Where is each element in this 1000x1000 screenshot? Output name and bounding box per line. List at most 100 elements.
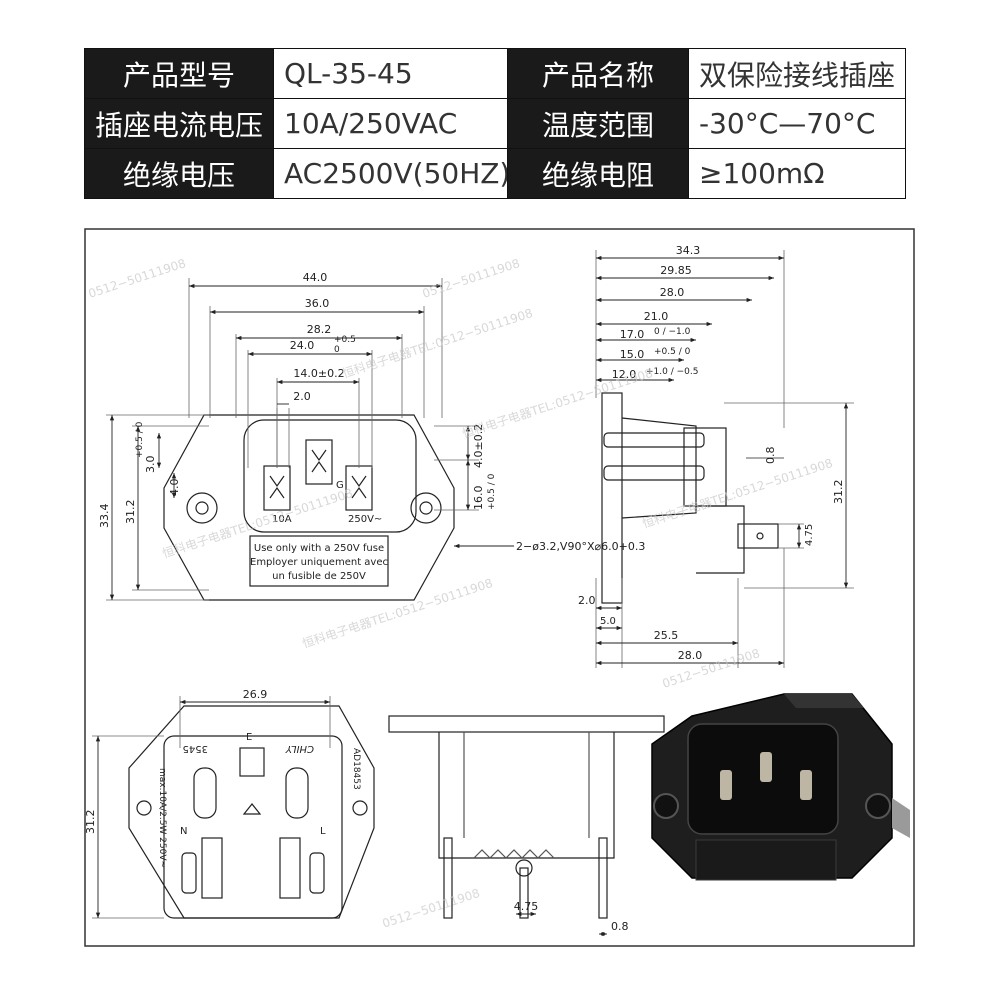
dim-12-tol: +1.0 / −0.5 xyxy=(646,367,698,377)
marking-l: L xyxy=(320,826,326,837)
spec-value: AC2500V(50HZ) xyxy=(273,148,522,199)
spec-label: 产品名称 xyxy=(507,48,689,99)
rear-view-labels: 26.9 31.2 3545 CHILY AD18453 max.10A/2.5… xyxy=(84,688,361,868)
dim-3: 3.0 xyxy=(144,456,157,474)
watermark-phone: 0512−50111908 xyxy=(421,256,522,301)
dim-0-8-bottom: 0.8 xyxy=(611,920,629,933)
watermark-phone: 0512−50111908 xyxy=(661,646,762,691)
watermark-phone: 0512−50111908 xyxy=(87,256,188,301)
mounting-hole-left xyxy=(186,492,218,524)
dim-16-tol: +0.5 / 0 xyxy=(487,473,497,510)
bottom-pin-left xyxy=(443,837,453,919)
bottom-view-labels: 4.75 0.8 xyxy=(514,900,629,933)
rear-mounting-hole-right xyxy=(352,800,368,816)
spec-label: 插座电流电压 xyxy=(83,98,275,149)
photo-mount-hole-left xyxy=(653,793,679,819)
rear-body-outline xyxy=(128,705,375,919)
marking-e: E xyxy=(246,732,252,743)
dim-15-tol: +0.5 / 0 xyxy=(654,347,691,357)
spec-row: 产品型号 QL-35-45 xyxy=(83,48,522,99)
front-view xyxy=(106,278,514,601)
marking-rating: max.10A/2.5W 250V~ xyxy=(157,768,167,868)
bottom-body xyxy=(438,732,615,859)
marking-cert: AD18453 xyxy=(351,748,361,790)
dim-17: 17.0 xyxy=(620,328,645,341)
dim-34-3: 34.3 xyxy=(676,244,701,257)
watermark-company: 恒科电子电器TEL:0512−50111908 xyxy=(641,456,835,531)
pin-earth xyxy=(305,439,333,485)
spec-value: 10A/250VAC xyxy=(273,98,522,149)
side-flange xyxy=(601,392,623,604)
spec-row: 插座电流电压 10A/250VAC xyxy=(83,98,522,149)
spec-value: -30°C—70°C xyxy=(687,98,907,149)
watermark-company: 恒科电子电器TEL:0512−50111908 xyxy=(341,306,535,381)
dim-29-85: 29.85 xyxy=(660,264,692,277)
photo-terminal xyxy=(892,798,910,838)
dim-24: 24.0 xyxy=(290,339,315,352)
spec-row: 绝缘电压 AC2500V(50HZ) xyxy=(83,148,522,199)
dim-14: 14.0±0.2 xyxy=(293,367,344,380)
spec-row: 产品名称 双保险接线插座 xyxy=(507,48,907,99)
dim-4-r: 4.0±0.2 xyxy=(472,424,485,468)
dim-24-tol-plus: +0.5 xyxy=(334,335,356,345)
dim-4-75-side: 4.75 xyxy=(804,524,815,546)
dim-4: 4.0 xyxy=(168,479,181,497)
rear-inner-frame xyxy=(163,735,343,919)
marking-model: 3545 xyxy=(183,743,208,754)
front-body-outline xyxy=(163,414,455,601)
dim-21: 21.0 xyxy=(644,310,669,323)
dim-25-5: 25.5 xyxy=(654,629,679,642)
dim-31-2-side: 31.2 xyxy=(832,480,845,505)
side-terminal xyxy=(737,523,779,549)
dim-28-2: 28.2 xyxy=(307,323,332,336)
rear-mounting-hole-left xyxy=(136,800,152,816)
bottom-flange xyxy=(388,715,665,733)
side-view-labels: 34.3 29.85 28.0 21.0 17.0 0 / −1.0 15.0 … xyxy=(578,244,845,662)
front-view-labels: 44.0 36.0 28.2 24.0 +0.5 0 14.0±0.2 2.0 … xyxy=(98,271,645,582)
pin-label-g: G xyxy=(336,480,344,491)
photo-mount-hole-right xyxy=(865,793,891,819)
side-body xyxy=(621,417,697,519)
watermark-company: 恒科电子电器TEL:0512−50111908 xyxy=(461,366,655,441)
dim-26-9: 26.9 xyxy=(243,688,268,701)
fuse-text-line-3: un fusible de 250V xyxy=(272,571,366,582)
dim-31-2: 31.2 xyxy=(124,500,137,525)
fuse-label-box xyxy=(249,535,389,587)
pin-label-10a: 10A xyxy=(272,514,292,525)
dim-2-side: 2.0 xyxy=(578,594,596,607)
dim-3-tol: +0.5 / 0 xyxy=(135,421,145,458)
spec-label: 绝缘电压 xyxy=(83,148,275,199)
rear-terminal-left xyxy=(193,767,217,819)
dim-0-8-side: 0.8 xyxy=(764,447,777,465)
spec-table-left: 产品型号 QL-35-45 插座电流电压 10A/250VAC 绝缘电压 AC2… xyxy=(83,48,522,199)
bottom-view xyxy=(388,715,665,937)
drawing-frame xyxy=(84,228,915,947)
photo-pin-neutral xyxy=(800,770,812,800)
side-pin-lower xyxy=(603,465,705,481)
rear-terminal-top xyxy=(239,747,265,777)
fuse-text-line-1: Use only with a 250V fuse xyxy=(254,543,384,554)
marking-n: N xyxy=(180,826,187,837)
dim-5-side: 5.0 xyxy=(600,616,616,627)
spec-label: 产品型号 xyxy=(83,48,275,99)
mounting-hole-right xyxy=(410,492,442,524)
spec-row: 温度范围 -30°C—70°C xyxy=(507,98,907,149)
side-view xyxy=(595,250,854,668)
spec-table-right: 产品名称 双保险接线插座 温度范围 -30°C—70°C 绝缘电阻 ≥100mΩ xyxy=(507,48,907,199)
dim-31-2-rear: 31.2 xyxy=(84,810,97,835)
spec-row: 绝缘电阻 ≥100mΩ xyxy=(507,148,907,199)
dim-33-4: 33.4 xyxy=(98,504,111,529)
fuse-text-line-2: Employer uniquement avec xyxy=(250,557,388,568)
dim-15: 15.0 xyxy=(620,348,645,361)
dim-36: 36.0 xyxy=(305,297,330,310)
spec-value: ≥100mΩ xyxy=(687,148,907,199)
dim-28-bottom: 28.0 xyxy=(678,649,703,662)
dim-44: 44.0 xyxy=(303,271,328,284)
dim-16: 16.0 xyxy=(472,486,485,511)
watermark-company: 恒科电子电器TEL:0512−50111908 xyxy=(301,576,495,651)
bottom-pin-center xyxy=(519,867,529,919)
bottom-pin-right xyxy=(598,837,608,919)
photo-pin-live xyxy=(720,770,732,800)
marking-brand: CHILY xyxy=(285,743,314,754)
socket-recess xyxy=(243,419,417,533)
